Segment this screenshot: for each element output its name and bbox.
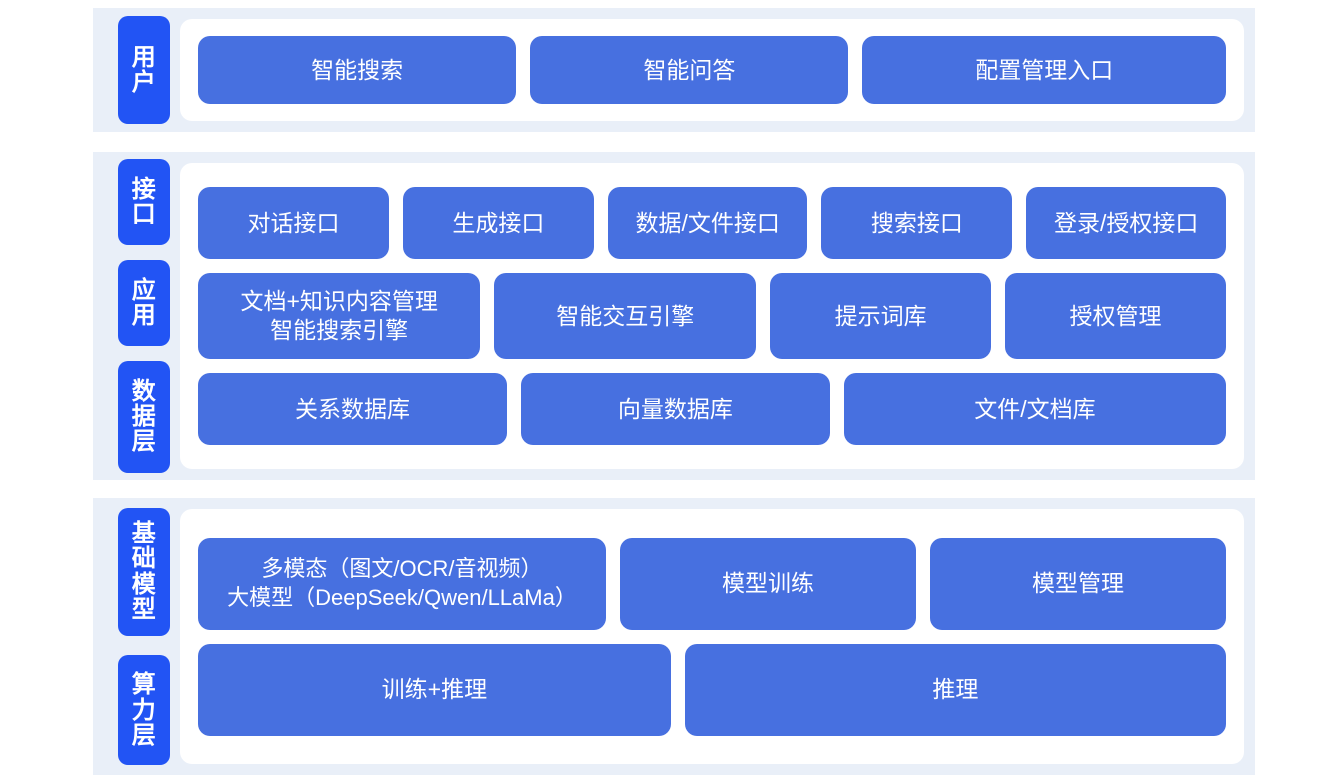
rail-chip-interface: 接​口 bbox=[118, 159, 170, 246]
box-login-auth-api[interactable]: 登录/授权接口 bbox=[1026, 187, 1226, 259]
box-data-file-api[interactable]: 数据/文件接口 bbox=[607, 187, 808, 259]
rail-cell-user: 用​户 bbox=[118, 8, 170, 132]
box-prompt-library[interactable]: 提示词库 bbox=[770, 273, 992, 359]
card-infra: 多模态（图文/OCR/音视频） 大模型（DeepSeek/Qwen/LLaMa）… bbox=[180, 509, 1244, 764]
box-vector-database[interactable]: 向量数据库 bbox=[520, 373, 830, 445]
box-file-document-store[interactable]: 文件/文档库 bbox=[843, 373, 1226, 445]
box-smart-interaction-engine[interactable]: 智能交互引擎 bbox=[494, 273, 757, 359]
box-doc-knowledge-content-management-search-engine[interactable]: 文档+知识内容管理 智能搜索引擎 bbox=[198, 273, 481, 359]
rail-infra: 基​础​模​型 算​力​层 bbox=[93, 498, 180, 775]
rail-cell-application: 应​用 bbox=[118, 253, 170, 354]
rail-cell-interface: 接​口 bbox=[118, 152, 170, 253]
card-platform: 对话接口 生成接口 数据/文件接口 搜索接口 登录/授权接口 文档+知识内容管理… bbox=[180, 163, 1244, 469]
rail-chip-user: 用​户 bbox=[118, 16, 170, 124]
row-user-entries: 智能搜索 智能问答 配置管理入口 bbox=[198, 36, 1226, 104]
rail-platform: 接​口 应​用 数​据​层 bbox=[93, 152, 180, 480]
box-dialogue-api[interactable]: 对话接口 bbox=[198, 187, 389, 259]
row-applications: 文档+知识内容管理 智能搜索引擎 智能交互引擎 提示词库 授权管理 bbox=[198, 273, 1226, 359]
box-inference[interactable]: 推理 bbox=[684, 643, 1226, 736]
band-user: 用​户 智能搜索 智能问答 配置管理入口 bbox=[93, 8, 1255, 132]
box-smart-qa[interactable]: 智能问答 bbox=[530, 36, 849, 104]
rail-cell-compute-layer: 算​力​层 bbox=[118, 646, 170, 776]
box-search-api[interactable]: 搜索接口 bbox=[821, 187, 1013, 259]
band-infra: 基​础​模​型 算​力​层 多模态（图文/OCR/音视频） 大模型（DeepSe… bbox=[93, 498, 1255, 775]
band-platform: 接​口 应​用 数​据​层 对话接口 生成接口 数据/文件接口 搜索接口 登录/… bbox=[93, 152, 1255, 480]
box-smart-search[interactable]: 智能搜索 bbox=[198, 36, 517, 104]
card-user: 智能搜索 智能问答 配置管理入口 bbox=[180, 19, 1244, 121]
rail-chip-data-layer: 数​据​层 bbox=[118, 360, 170, 473]
box-model-management[interactable]: 模型管理 bbox=[930, 537, 1226, 630]
rail-cell-data-layer: 数​据​层 bbox=[118, 353, 170, 480]
box-config-management-entry[interactable]: 配置管理入口 bbox=[862, 36, 1226, 104]
rail-chip-application: 应​用 bbox=[118, 260, 170, 346]
row-interfaces: 对话接口 生成接口 数据/文件接口 搜索接口 登录/授权接口 bbox=[198, 187, 1226, 259]
box-authorization-management[interactable]: 授权管理 bbox=[1005, 273, 1226, 359]
box-generation-api[interactable]: 生成接口 bbox=[402, 187, 594, 259]
box-multimodal-large-model[interactable]: 多模态（图文/OCR/音视频） 大模型（DeepSeek/Qwen/LLaMa） bbox=[198, 537, 606, 630]
rail-user: 用​户 bbox=[93, 8, 180, 132]
box-model-training[interactable]: 模型训练 bbox=[620, 537, 916, 630]
rail-chip-compute-layer: 算​力​层 bbox=[118, 655, 170, 766]
box-relational-database[interactable]: 关系数据库 bbox=[198, 373, 507, 445]
box-training-plus-inference[interactable]: 训练+推理 bbox=[198, 643, 671, 736]
rail-chip-foundation-model: 基​础​模​型 bbox=[118, 507, 170, 636]
row-models: 多模态（图文/OCR/音视频） 大模型（DeepSeek/Qwen/LLaMa）… bbox=[198, 537, 1226, 630]
rail-cell-foundation-model: 基​础​模​型 bbox=[118, 498, 170, 646]
row-data-stores: 关系数据库 向量数据库 文件/文档库 bbox=[198, 373, 1226, 445]
row-compute: 训练+推理 推理 bbox=[198, 643, 1226, 736]
